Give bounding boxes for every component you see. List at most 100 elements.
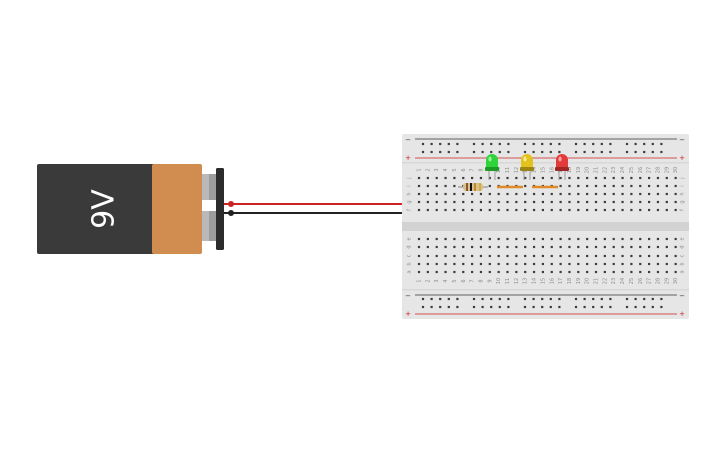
rail-hole[interactable] xyxy=(609,142,612,146)
terminal-hole[interactable] xyxy=(568,262,571,266)
terminal-hole[interactable] xyxy=(656,254,660,258)
rail-hole[interactable] xyxy=(481,150,484,154)
led-yellow[interactable] xyxy=(520,154,534,180)
terminal-hole[interactable] xyxy=(630,237,633,241)
terminal-hole[interactable] xyxy=(444,184,447,188)
terminal-hole[interactable] xyxy=(612,262,615,266)
terminal-hole[interactable] xyxy=(435,184,438,188)
terminal-hole[interactable] xyxy=(506,200,509,204)
terminal-hole[interactable] xyxy=(435,254,438,258)
terminal-hole[interactable] xyxy=(630,254,633,258)
terminal-hole[interactable] xyxy=(594,245,598,249)
rail-hole[interactable] xyxy=(439,142,442,146)
terminal-hole[interactable] xyxy=(550,192,553,196)
rail-hole[interactable] xyxy=(660,297,663,301)
terminal-hole[interactable] xyxy=(453,254,456,258)
terminal-hole[interactable] xyxy=(462,254,465,258)
terminal-hole[interactable] xyxy=(471,192,474,196)
rail-hole[interactable] xyxy=(507,150,510,154)
rail-hole[interactable] xyxy=(651,150,654,154)
terminal-hole[interactable] xyxy=(577,200,580,204)
terminal-hole[interactable] xyxy=(550,208,553,212)
terminal-hole[interactable] xyxy=(603,237,606,241)
rail-hole[interactable] xyxy=(643,305,646,309)
rail-hole[interactable] xyxy=(430,297,433,301)
terminal-hole[interactable] xyxy=(630,184,633,188)
terminal-hole[interactable] xyxy=(612,176,615,180)
terminal-hole[interactable] xyxy=(674,184,677,188)
rail-hole[interactable] xyxy=(600,305,603,309)
terminal-hole[interactable] xyxy=(621,270,624,274)
rail-hole[interactable] xyxy=(643,297,646,301)
terminal-hole[interactable] xyxy=(471,270,474,274)
terminal-hole[interactable] xyxy=(656,192,660,196)
breadboard-holes[interactable] xyxy=(417,142,677,309)
terminal-hole[interactable] xyxy=(532,192,536,196)
terminal-hole[interactable] xyxy=(532,208,536,212)
terminal-hole[interactable] xyxy=(559,237,562,241)
terminal-hole[interactable] xyxy=(435,192,438,196)
terminal-hole[interactable] xyxy=(603,262,606,266)
terminal-hole[interactable] xyxy=(532,254,536,258)
terminal-hole[interactable] xyxy=(674,237,677,241)
rail-hole[interactable] xyxy=(541,305,544,309)
terminal-hole[interactable] xyxy=(568,237,571,241)
terminal-hole[interactable] xyxy=(426,254,429,258)
terminal-hole[interactable] xyxy=(648,200,651,204)
rail-hole[interactable] xyxy=(541,142,544,146)
terminal-hole[interactable] xyxy=(594,270,598,274)
terminal-hole[interactable] xyxy=(594,192,598,196)
terminal-hole[interactable] xyxy=(506,208,509,212)
rail-hole[interactable] xyxy=(523,297,527,301)
terminal-hole[interactable] xyxy=(612,192,615,196)
rail-hole[interactable] xyxy=(609,305,612,309)
terminal-hole[interactable] xyxy=(639,245,642,249)
terminal-hole[interactable] xyxy=(488,208,491,212)
rail-hole[interactable] xyxy=(456,305,459,309)
rail-hole[interactable] xyxy=(651,142,654,146)
terminal-hole[interactable] xyxy=(506,270,509,274)
terminal-hole[interactable] xyxy=(568,200,571,204)
rail-hole[interactable] xyxy=(421,142,425,146)
terminal-hole[interactable] xyxy=(630,200,633,204)
terminal-hole[interactable] xyxy=(594,208,598,212)
terminal-hole[interactable] xyxy=(674,270,677,274)
rail-hole[interactable] xyxy=(472,297,476,301)
terminal-hole[interactable] xyxy=(453,176,456,180)
rail-hole[interactable] xyxy=(532,142,535,146)
rail-hole[interactable] xyxy=(558,142,561,146)
terminal-hole[interactable] xyxy=(656,237,660,241)
terminal-hole[interactable] xyxy=(648,184,651,188)
rail-hole[interactable] xyxy=(574,305,578,309)
terminal-hole[interactable] xyxy=(488,245,491,249)
terminal-hole[interactable] xyxy=(506,176,509,180)
rail-hole[interactable] xyxy=(558,305,561,309)
rail-hole[interactable] xyxy=(660,150,663,154)
terminal-hole[interactable] xyxy=(603,176,606,180)
terminal-hole[interactable] xyxy=(656,262,660,266)
rail-hole[interactable] xyxy=(549,297,552,301)
terminal-hole[interactable] xyxy=(656,176,660,180)
terminal-hole[interactable] xyxy=(621,254,624,258)
terminal-hole[interactable] xyxy=(665,208,668,212)
rail-hole[interactable] xyxy=(430,150,433,154)
terminal-hole[interactable] xyxy=(532,237,536,241)
terminal-hole[interactable] xyxy=(594,200,598,204)
terminal-hole[interactable] xyxy=(621,245,624,249)
rail-hole[interactable] xyxy=(541,150,544,154)
terminal-hole[interactable] xyxy=(594,237,598,241)
terminal-hole[interactable] xyxy=(577,270,580,274)
terminal-hole[interactable] xyxy=(541,192,544,196)
rail-hole[interactable] xyxy=(481,142,484,146)
rail-hole[interactable] xyxy=(430,305,433,309)
terminal-hole[interactable] xyxy=(621,192,624,196)
terminal-hole[interactable] xyxy=(621,184,624,188)
terminal-hole[interactable] xyxy=(568,176,571,180)
terminal-hole[interactable] xyxy=(648,237,651,241)
terminal-hole[interactable] xyxy=(479,254,483,258)
terminal-hole[interactable] xyxy=(630,176,633,180)
terminal-hole[interactable] xyxy=(462,192,465,196)
terminal-hole[interactable] xyxy=(674,200,677,204)
terminal-hole[interactable] xyxy=(515,208,518,212)
terminal-hole[interactable] xyxy=(426,176,429,180)
